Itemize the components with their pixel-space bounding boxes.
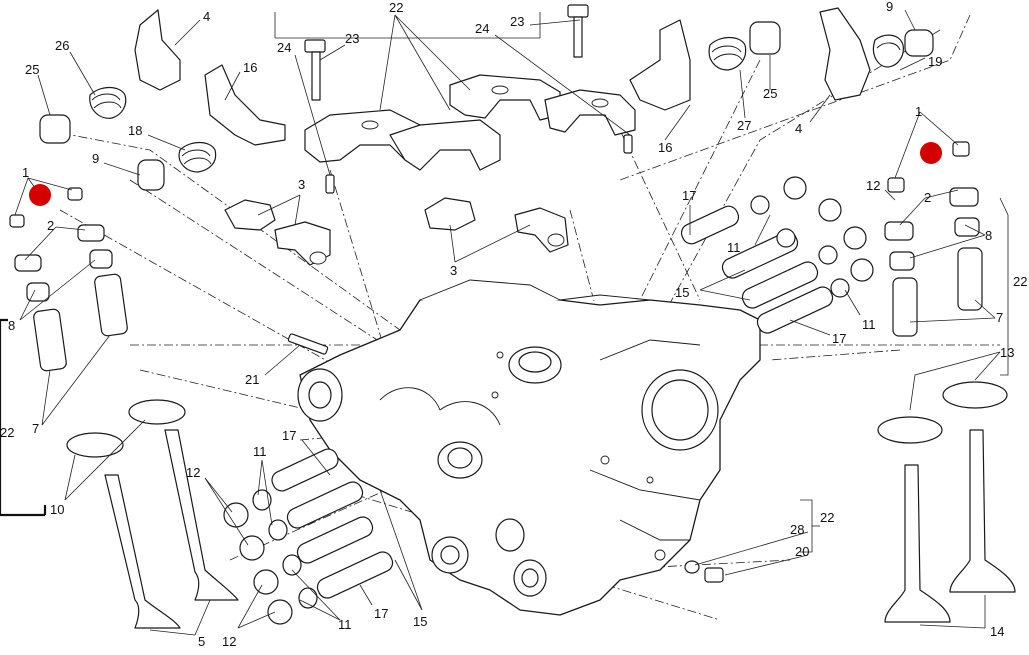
callout-label: 11 — [862, 317, 876, 332]
callout-label: 28 — [790, 522, 804, 537]
right-valve-train — [877, 141, 1016, 623]
callout-label: 9 — [886, 0, 893, 14]
cap-bolts-and-dowels — [304, 4, 633, 194]
callout-label: 15 — [413, 614, 427, 629]
rockers-and-springs-left — [39, 9, 286, 191]
callout-label: 10 — [50, 502, 64, 517]
callout-label: 22 — [389, 0, 403, 15]
cylinder-head — [297, 279, 761, 616]
callout-label: 2 — [47, 218, 54, 233]
callout-label: 13 — [1000, 345, 1014, 360]
callout-label: 14 — [990, 624, 1004, 639]
callout-label: 11 — [338, 617, 352, 632]
callout-label: 3 — [298, 177, 305, 192]
red-marker-left — [29, 184, 51, 206]
red-marker-right — [920, 142, 942, 164]
callout-label: 7 — [996, 310, 1003, 325]
camshaft-caps — [304, 74, 636, 171]
callout-label: 27 — [737, 118, 751, 133]
callout-label: 19 — [928, 54, 942, 69]
callout-label: 15 — [675, 285, 689, 300]
callout-label: 23 — [345, 31, 359, 46]
callout-label: 4 — [203, 9, 210, 24]
callout-label: 17 — [832, 331, 846, 346]
callout-label: 20 — [795, 544, 809, 559]
callout-label: 9 — [92, 151, 99, 166]
callout-label: 8 — [8, 318, 15, 333]
callout-label: 17 — [682, 188, 696, 203]
leader-lines — [14, 9, 1009, 636]
guides-seals-plugs — [223, 176, 874, 625]
callout-label: 3 — [450, 263, 457, 278]
callout-label: 11 — [253, 444, 267, 459]
callout-label: 24 — [475, 21, 489, 36]
callout-label: 12 — [186, 465, 200, 480]
callout-label: 16 — [243, 60, 257, 75]
group-brackets — [0, 318, 47, 517]
callout-label: 16 — [658, 140, 672, 155]
callout-label: 5 — [198, 634, 205, 649]
callout-label: 8 — [985, 228, 992, 243]
callout-label: 7 — [32, 421, 39, 436]
callout-label: 17 — [282, 428, 296, 443]
callout-label: 22 — [820, 510, 834, 525]
left-valve-train — [9, 187, 239, 629]
callout-label: 24 — [277, 40, 291, 55]
callout-label: 2 — [924, 190, 931, 205]
callout-label: 17 — [374, 606, 388, 621]
rockers-and-springs-right — [629, 7, 934, 111]
callout-label: 22 — [0, 425, 14, 440]
callout-label: 26 — [55, 38, 69, 53]
highlight-markers — [29, 142, 942, 206]
callout-label: 25 — [763, 86, 777, 101]
callout-label: 25 — [25, 62, 39, 77]
callout-label: 21 — [245, 372, 259, 387]
callout-label: 11 — [727, 240, 741, 255]
callout-label: 23 — [510, 14, 524, 29]
callout-label: 18 — [128, 123, 142, 138]
callout-label: 1 — [915, 104, 922, 119]
rocker-arms — [224, 197, 569, 266]
callout-label: 22 — [1013, 274, 1027, 289]
callout-label: 12 — [866, 178, 880, 193]
stud-bolt-washer — [287, 333, 724, 583]
callout-label: 1 — [22, 165, 29, 180]
callout-label: 4 — [795, 121, 802, 136]
callout-label: 12 — [222, 634, 236, 649]
